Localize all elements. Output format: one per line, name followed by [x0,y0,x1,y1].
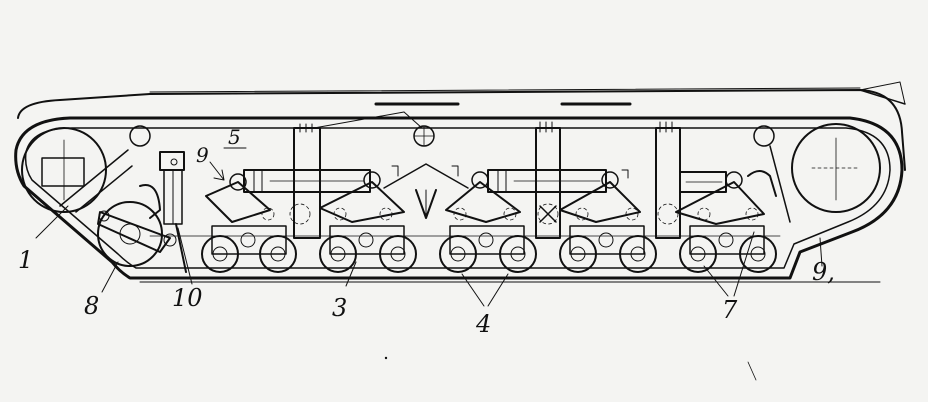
front-drive-wheel [21,127,107,213]
callout-5: 5 [228,125,241,149]
callout-9-front: 9 [196,143,209,167]
callout-9-rear: 9, [812,258,835,286]
leader-lines [35,147,823,307]
top-plates [313,102,632,129]
road-wheels [201,235,777,273]
road-wheel-4 [379,235,417,273]
spring-cylinders-5 [229,145,791,223]
central-wedge [383,163,629,219]
hull-fender-outline [17,81,906,171]
vertical-damper-10 [159,151,187,273]
callout-3: 3 [332,294,347,322]
road-wheel-1 [201,235,239,273]
road-wheel-10 [739,235,777,273]
road-wheel-5 [439,235,477,273]
track-tensioner-8 [59,149,177,267]
bogie-bodies [211,225,765,255]
road-wheel-7 [559,235,597,273]
return-rollers [129,125,775,147]
callout-1: 1 [18,246,33,274]
callout-8: 8 [84,292,99,320]
road-wheel-3 [319,235,357,273]
road-wheel-6 [499,235,537,273]
road-wheel-9 [679,235,717,273]
road-wheel-8 [619,235,657,273]
road-wheel-2 [259,235,297,273]
bogie-arms [205,181,765,225]
rear-idler-wheel [791,123,881,213]
callout-labels: 1 8 10 3 4 7 9, 9 5 [18,125,835,338]
callout-4: 4 [475,310,491,338]
bolts [261,205,759,223]
callout-7: 7 [722,296,738,324]
stray-marks [384,356,757,381]
callout-10: 10 [172,284,203,312]
